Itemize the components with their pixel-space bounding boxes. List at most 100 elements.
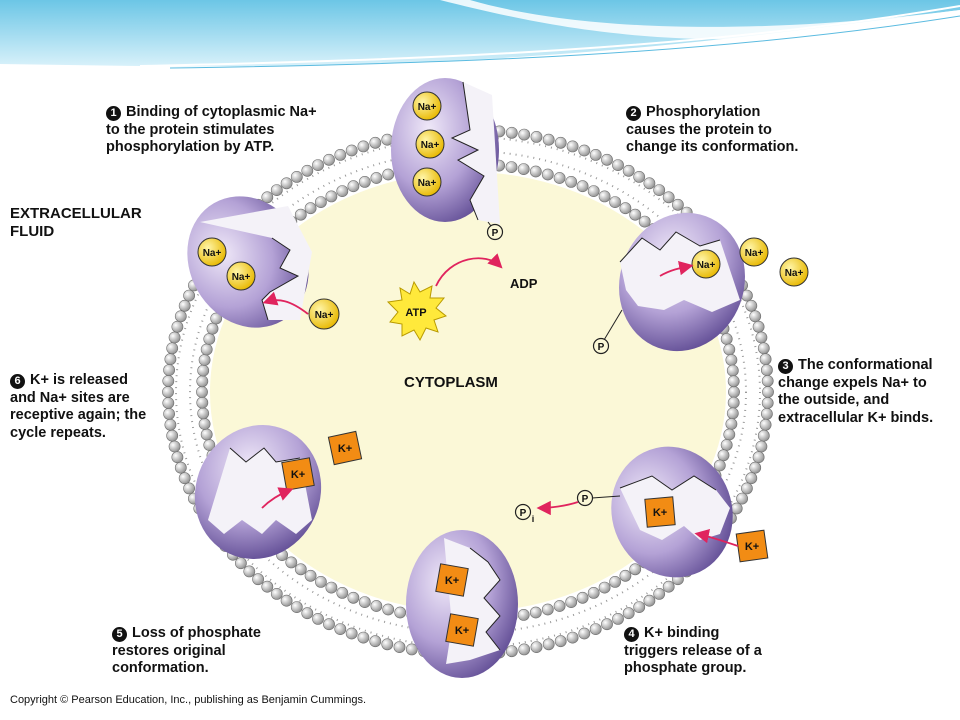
phospholipid-head — [369, 635, 382, 648]
phospholipid-head — [745, 472, 758, 485]
phospholipid-head — [394, 606, 407, 619]
phospholipid-head — [210, 312, 223, 325]
svg-text:Na+: Na+ — [745, 248, 764, 259]
phospholipid-head — [757, 342, 770, 355]
phospholipid-head — [196, 386, 208, 398]
phospholipid-head — [598, 190, 611, 203]
phospholipid-head — [382, 168, 395, 181]
phospholipid-head — [752, 451, 765, 464]
phospholipid-head — [197, 407, 210, 420]
phospholipid-head — [565, 596, 578, 608]
svg-text:Na+: Na+ — [418, 102, 437, 113]
phospholipid-head — [530, 641, 543, 653]
phospholipid-head — [261, 580, 274, 593]
phospholipid-head — [576, 591, 589, 604]
cytoplasm-region — [210, 172, 726, 612]
phospholipid-head — [345, 144, 358, 157]
header-banner — [0, 0, 960, 69]
phospholipid-head — [314, 576, 327, 588]
phospholipid-head — [723, 343, 736, 356]
phospholipid-head — [200, 428, 213, 441]
phospholipid-head — [553, 172, 566, 184]
phospholipid-head — [720, 333, 733, 345]
phospholipid-head — [517, 609, 530, 621]
potassium-ion-icon: K+ — [435, 563, 469, 597]
phospholipid-head — [393, 641, 406, 653]
phospholipid-head — [757, 429, 770, 442]
phospholipid-head — [741, 482, 753, 495]
phospholipid-head — [662, 580, 675, 593]
phospholipid-head — [505, 161, 518, 173]
phospholipid-head — [629, 563, 642, 576]
phospholipid-head — [174, 310, 187, 323]
membrane-tail-band-inner — [189, 150, 747, 634]
phospholipid-head — [370, 600, 383, 612]
phospholipid-head — [730, 502, 743, 515]
phospholipid-head — [505, 645, 518, 658]
atp-burst-icon: ATP — [386, 280, 448, 342]
phospholipid-head — [196, 375, 209, 388]
potassium-ion-icon: K+ — [735, 529, 769, 563]
phospholipid-head — [334, 623, 347, 635]
phospholipid-head — [270, 184, 283, 196]
phospholipid-head — [369, 136, 382, 149]
phospholipid-head — [198, 418, 211, 430]
svg-text:P: P — [598, 342, 605, 353]
phospholipid-head — [518, 128, 531, 141]
phospholipid-head — [759, 418, 772, 431]
inorganic-phosphate-icon: P i — [514, 503, 534, 524]
phospholipid-head — [720, 439, 733, 451]
phospholipid-head — [725, 418, 738, 430]
phospholipid-head — [336, 587, 349, 599]
phospholipid-head — [243, 565, 256, 578]
phospholipid-head — [727, 375, 740, 388]
phospholipid-head — [752, 320, 765, 333]
svg-text:P: P — [492, 228, 499, 239]
phospholipid-head — [761, 397, 774, 409]
phospholipid-head — [749, 461, 762, 474]
phospholipid-head — [183, 482, 195, 495]
arrow-icon — [261, 253, 739, 547]
phosphate-icon: P — [576, 489, 621, 507]
phospholipid-head — [168, 331, 181, 344]
sodium-ion-icon: Na+ — [226, 261, 256, 291]
phospholipid-head — [345, 627, 358, 640]
cytoplasm-label: CYTOPLASM — [404, 374, 498, 391]
phospholipid-head — [633, 601, 646, 613]
phospholipid-head — [358, 175, 371, 188]
phospholipid-head — [726, 407, 739, 420]
phospholipid-head — [598, 581, 611, 594]
potassium-ion-icon: K+ — [445, 613, 479, 647]
phospholipid-head — [280, 594, 293, 607]
svg-text:Na+: Na+ — [232, 272, 251, 283]
sodium-ion-icon: Na+ — [415, 129, 445, 159]
phospholipid-head — [717, 449, 730, 462]
sodium-ion-icon: Na+ — [779, 257, 809, 287]
phospholipid-head — [312, 613, 324, 625]
phospholipid-head — [633, 170, 646, 183]
phospholipid-head — [638, 215, 651, 228]
sodium-ion-icon: Na+ — [412, 167, 442, 197]
phospholipid-head — [541, 168, 554, 181]
svg-text:K+: K+ — [338, 443, 352, 455]
phospholipid-head — [178, 299, 191, 312]
phospholipid-head — [619, 569, 632, 582]
phospholipid-head — [168, 440, 181, 453]
svg-text:Na+: Na+ — [785, 268, 804, 279]
phospholipid-head — [370, 172, 383, 184]
svg-text:K+: K+ — [291, 469, 305, 481]
phospholipid-head — [761, 407, 773, 420]
phospholipid-head — [198, 354, 211, 366]
phospholipid-head — [554, 136, 567, 149]
phospholipid-head — [301, 164, 314, 177]
phospholipid-head — [542, 638, 555, 651]
phospholipid-head — [612, 159, 624, 171]
phospholipid-head — [325, 190, 338, 203]
banner-wave — [0, 0, 960, 67]
phospholipid-head — [759, 353, 772, 366]
membrane-tail-band — [175, 136, 761, 648]
